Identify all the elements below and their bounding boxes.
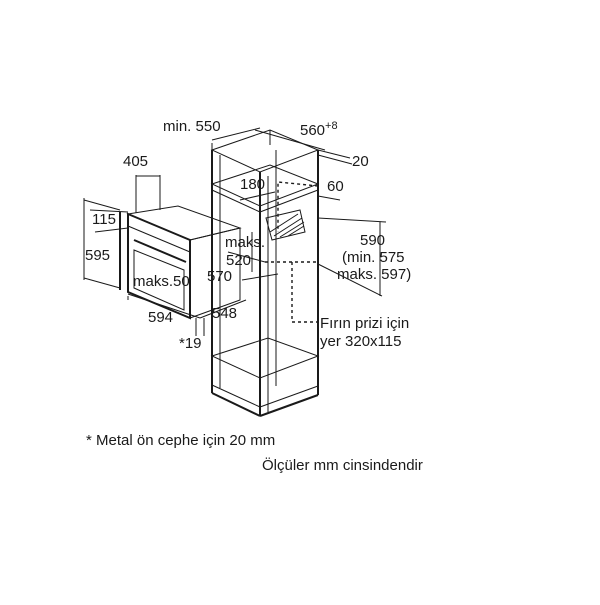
dim-19: *19 <box>179 335 202 352</box>
dim-594: 594 <box>148 309 173 326</box>
dim-115: 115 <box>92 211 116 228</box>
oven <box>119 205 242 320</box>
dim-560-base: 560 <box>300 122 325 139</box>
dim-560-sup: +8 <box>325 120 338 132</box>
dimension-lines <box>83 127 387 336</box>
units-note: Ölçüler mm cinsindendir <box>262 456 423 474</box>
oven-control-panel <box>127 225 191 253</box>
socket-outline-top <box>277 181 319 232</box>
oven-door-window <box>133 249 185 311</box>
dim-595: 595 <box>85 247 110 264</box>
dim-560: 560+8 <box>300 120 338 139</box>
upper-shelf-edge-2 <box>259 189 319 213</box>
dim-180: 180 <box>240 176 265 193</box>
dim-maks-520-label: maks. <box>225 234 265 251</box>
annotations: Fırın prizi için yer 320x115 * Metal ön … <box>86 315 423 474</box>
socket-label-line-2: yer 320x115 <box>320 333 401 350</box>
cabinet <box>210 129 320 417</box>
oven-handle <box>133 239 187 263</box>
dim-590: 590 <box>360 232 385 249</box>
ventilation-hatch <box>269 213 305 238</box>
dimension-labels: min. 550 560+8 20 405 180 60 115 595 mak… <box>85 118 411 352</box>
dim-maks-520-value: 520 <box>226 252 251 269</box>
oven-side <box>189 227 241 319</box>
plinth-front <box>211 392 261 417</box>
socket-area <box>265 181 319 323</box>
oven-top <box>126 205 242 241</box>
dim-60: 60 <box>327 178 344 195</box>
upper-shelf-edge <box>211 189 261 213</box>
dim-570: 570 <box>207 268 232 285</box>
plinth-top-front <box>211 384 261 408</box>
ventilation-slot <box>265 209 306 241</box>
dim-maks-50: maks.50 <box>133 273 190 290</box>
dim-min-550: min. 550 <box>163 118 221 135</box>
socket-outline-bottom <box>291 262 318 323</box>
metal-front-note: * Metal ön cephe için 20 mm <box>86 432 275 449</box>
socket-label-line-1: Fırın prizi için <box>320 315 409 332</box>
dim-20: 20 <box>352 153 369 170</box>
plinth-top-side <box>259 385 319 408</box>
dim-548: 548 <box>212 305 237 322</box>
lower-shelf <box>210 337 320 379</box>
dim-405: 405 <box>123 153 148 170</box>
dim-maks-597: maks. 597) <box>337 266 411 283</box>
dim-min-575: (min. 575 <box>342 249 405 266</box>
plinth-side <box>259 394 319 417</box>
